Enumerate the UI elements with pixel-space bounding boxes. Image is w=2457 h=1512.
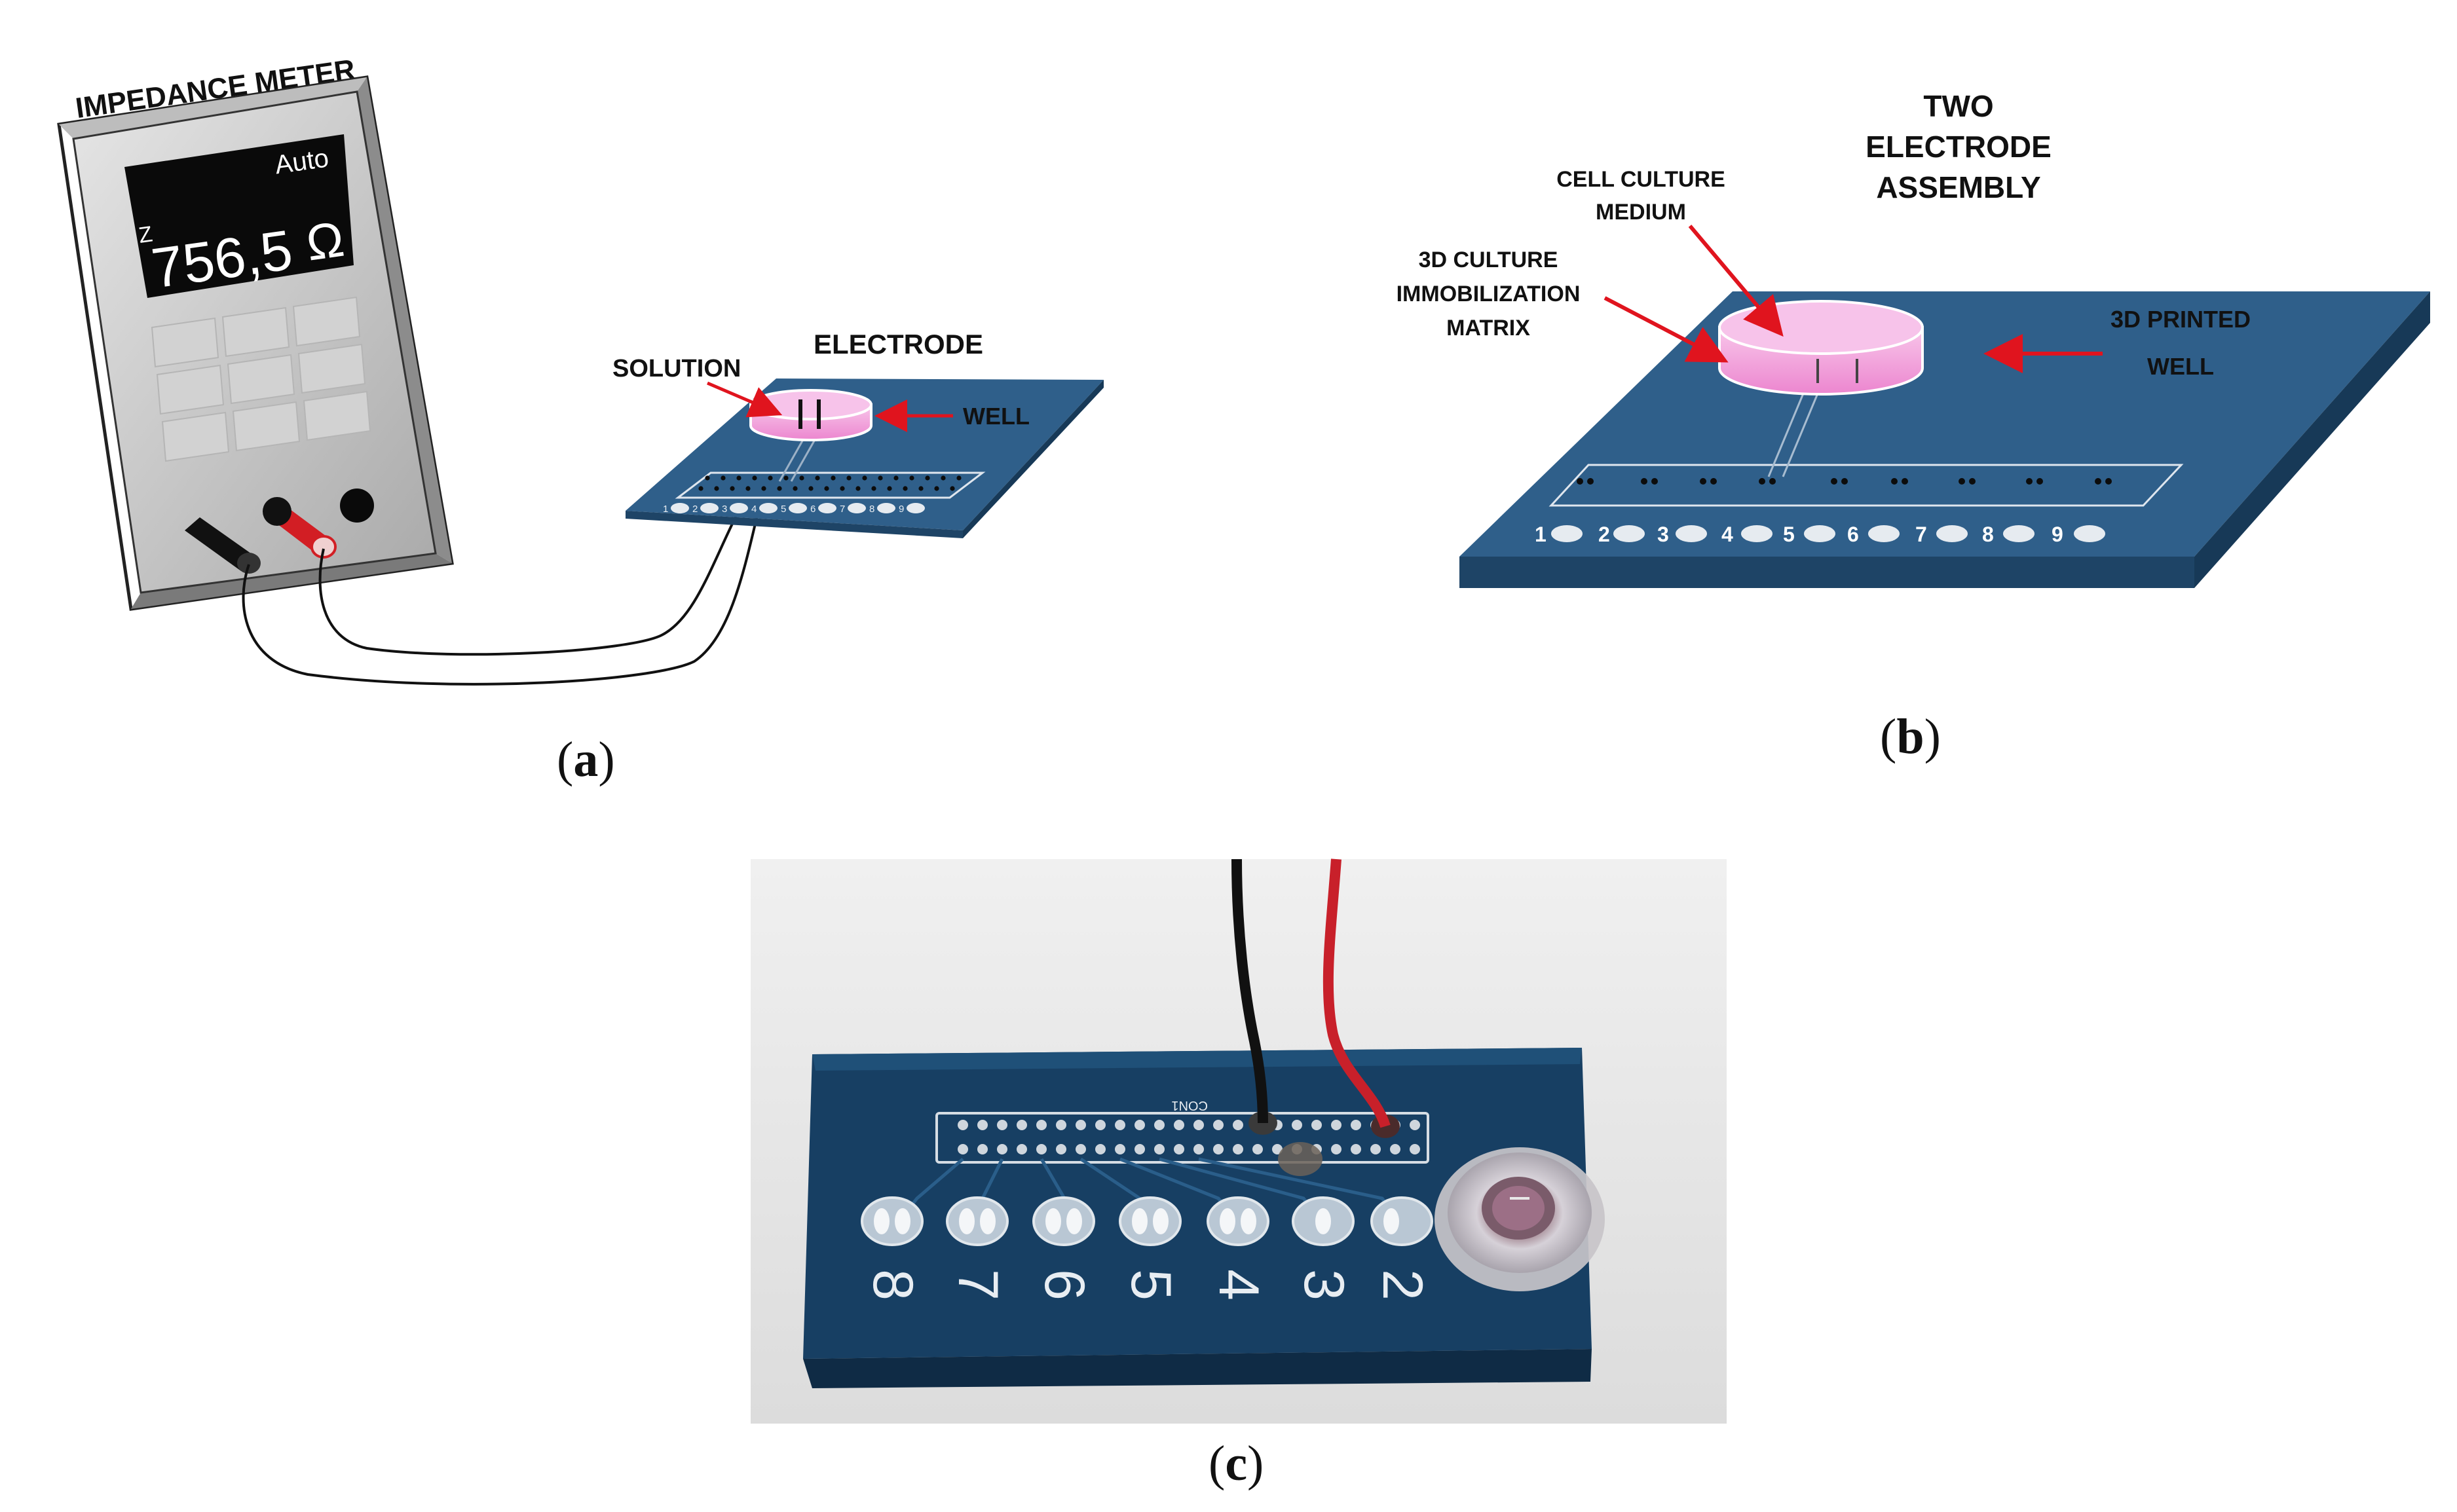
pad-number: 2 [1371, 1269, 1434, 1300]
label-matrix-line-3: MATRIX [1446, 316, 1530, 341]
label-medium-line-1: CELL CULTURE [1556, 167, 1725, 192]
board-number: 8 [1982, 523, 1994, 546]
electrode-board-a: 1 2 3 4 5 6 7 8 9 [626, 378, 1104, 538]
board-number: 3 [1657, 523, 1669, 546]
electrode-pads-c [861, 1196, 1433, 1246]
title-line-3: ASSEMBLY [1876, 170, 2040, 204]
red-probe-plug [263, 497, 337, 559]
board-number: 1 [1535, 523, 1547, 546]
meter-display [124, 134, 354, 298]
board-number: 4 [751, 504, 757, 515]
board-number: 3 [722, 504, 727, 515]
board-number: 9 [899, 504, 904, 515]
board-number: 8 [869, 504, 874, 515]
panel-c: CON1 [751, 858, 1727, 1491]
caption-c-letter: c [1225, 1436, 1247, 1491]
board-number: 4 [1721, 523, 1733, 546]
board-number: 6 [1847, 523, 1859, 546]
caption-a-open: ( [557, 732, 573, 787]
pad-number: 8 [861, 1269, 924, 1300]
well-a [749, 389, 872, 441]
caption-b-close: ) [1924, 709, 1941, 764]
board-number: 2 [1598, 523, 1610, 546]
pad-numbers-c: 8 7 6 5 4 3 2 [861, 1269, 1434, 1300]
board-number: 7 [840, 504, 845, 515]
pad-number: 7 [947, 1269, 1009, 1300]
board-numbers-b: 1 2 3 4 5 6 7 8 9 [1535, 523, 2063, 546]
label-well-a: WELL [963, 403, 1030, 430]
display-unit: Ω [303, 212, 347, 272]
board-number: 5 [781, 504, 786, 515]
pad-number: 4 [1207, 1269, 1270, 1300]
title-line-2: ELECTRODE [1866, 130, 2052, 164]
caption-b-letter: b [1896, 709, 1924, 764]
label-3d-printed: 3D PRINTED [2110, 306, 2251, 333]
label-medium-line-2: MEDIUM [1596, 200, 1686, 225]
board-number: 5 [1783, 523, 1795, 546]
pad-number: 5 [1119, 1269, 1182, 1300]
label-well-b: WELL [2147, 353, 2214, 380]
label-solution: SOLUTION [612, 355, 741, 382]
pad-number: 3 [1292, 1269, 1355, 1300]
well-b [1718, 300, 1924, 396]
red-wire [1322, 858, 1391, 1128]
test-leads [242, 483, 764, 686]
com-jack [340, 489, 374, 523]
printed-well-c [1435, 1147, 1605, 1291]
caption-c-close: ) [1247, 1436, 1264, 1491]
connector-pins-a [698, 475, 962, 491]
impedance-meter: Auto Z 756,5 Ω [57, 75, 454, 611]
electrode-board-b: 1 2 3 4 5 6 7 8 9 [1459, 291, 2430, 588]
caption-c-open: ( [1209, 1436, 1225, 1491]
caption-c: (c) [1209, 1436, 1264, 1491]
board-number: 9 [2052, 523, 2063, 546]
label-electrode: ELECTRODE [814, 329, 983, 360]
caption-a-letter: a [573, 732, 598, 787]
caption-a: (a) [557, 732, 615, 787]
black-probe-plug [185, 517, 261, 574]
label-matrix-line-1: 3D CULTURE [1419, 248, 1558, 272]
solder-blob [1278, 1142, 1322, 1176]
board-number: 1 [663, 504, 668, 515]
board-numbers-a: 1 2 3 4 5 6 7 8 9 [663, 504, 904, 515]
board-number: 7 [1915, 523, 1927, 546]
black-wire [1231, 858, 1268, 1124]
pad-number: 6 [1033, 1269, 1096, 1300]
label-matrix-line-2: IMMOBILIZATION [1397, 282, 1581, 306]
connector-pins-b [1577, 478, 2112, 485]
silk-connector: CON1 [1171, 1098, 1208, 1113]
arrow-solution [707, 381, 783, 418]
title-line-1: TWO [1923, 89, 1993, 123]
photo-pcb: CON1 [751, 858, 1727, 1424]
board-number: 2 [692, 504, 698, 515]
pads-b [1551, 525, 2105, 542]
board-number: 6 [810, 504, 816, 515]
caption-a-close: ) [598, 732, 614, 787]
caption-b-open: ( [1880, 709, 1896, 764]
panel-b: TWO ELECTRODE ASSEMBLY [1397, 89, 2430, 764]
caption-b: (b) [1880, 709, 1941, 764]
arrow-medium [1688, 225, 1784, 337]
pads-a [671, 503, 925, 513]
meter-keypad [151, 296, 371, 462]
panel-a: IMPEDANCE METER Auto Z 756,5 Ω [57, 54, 1104, 787]
arrow-matrix [1604, 296, 1729, 363]
